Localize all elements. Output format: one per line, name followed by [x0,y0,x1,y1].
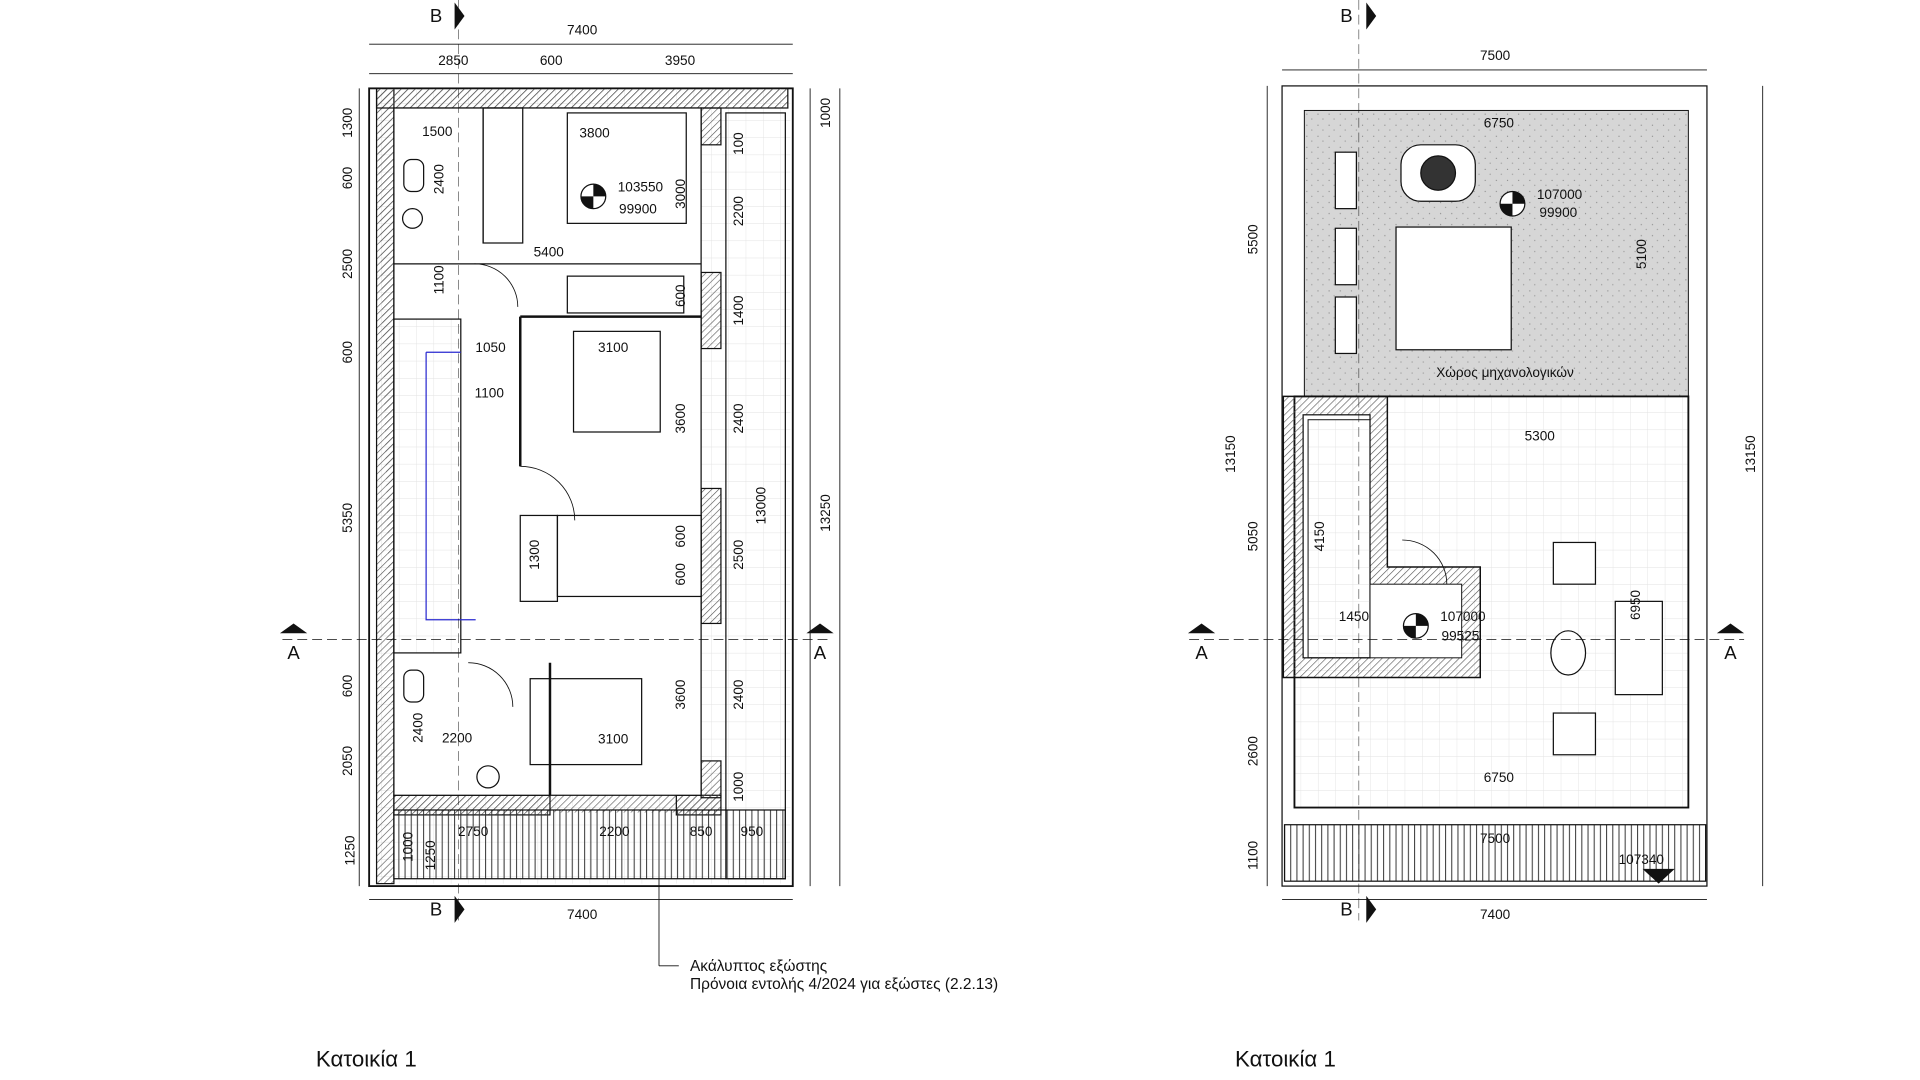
left-dimension-label: 3100 [598,732,628,747]
regulation-note: Πρόνοια εντολής 4/2024 για εξώστες (2.2.… [690,976,998,993]
left-dimension-label: 2050 [340,746,355,776]
level-triangle-icon [1642,868,1675,884]
left-dimension-label: 7400 [567,22,597,37]
left-dimension-label: 600 [540,53,563,68]
right-level-marker-terrace [1402,613,1429,639]
section-b-label: B [430,5,442,26]
left-dimension-label: 2400 [731,680,746,710]
left-dimension-label: 2400 [431,164,446,194]
left-dimension-label: 2200 [599,824,629,839]
left-dimension-label: 600 [340,167,355,190]
section-a-label: A [1195,642,1208,663]
left-dimension-label: 600 [673,285,688,308]
right-plan-title: Κατοικία 1 [1235,1047,1336,1072]
right-dimension-label: 6950 [1628,590,1643,620]
left-dimension-label: 2200 [731,196,746,226]
right-level-marker-roof [1499,190,1526,217]
right-dimension-label: 2600 [1245,736,1260,766]
section-b-label: B [430,899,442,920]
left-plan-title: Κατοικία 1 [316,1047,417,1072]
left-dimension-label: 1050 [475,340,505,355]
left-dimension-label: 3600 [673,403,688,433]
left-dimension-label: 2750 [458,824,488,839]
left-dimension-label: 3600 [673,680,688,710]
left-dimension-label: 1250 [423,840,438,870]
left-dimension-label: 1100 [475,386,504,401]
left-dimension-label: 2850 [438,53,468,68]
right-dimension-label: 5100 [1634,239,1649,269]
left-dimension-label: 1250 [342,835,357,865]
left-dimension-label: 3000 [673,179,688,209]
left-dimension-label: 99900 [619,202,657,217]
left-dimension-label: 100 [731,132,746,155]
right-dimension-label: 99525 [1442,629,1480,644]
left-dimension-label: 1000 [818,98,833,128]
left-dimension-label: 3800 [579,126,609,141]
section-b-label: B [1340,899,1352,920]
left-dimension-label: 600 [673,525,688,548]
left-dimension-label: 1100 [431,265,446,294]
left-dimension-label: 5350 [340,503,355,533]
left-dimension-label: 2400 [731,403,746,433]
section-a-label: A [814,642,827,663]
balcony-note: Ακάλυπτος εξώστης [690,958,827,975]
left-dimension-label: 1500 [422,124,452,139]
left-dimension-label: 3950 [665,53,695,68]
left-dimension-label: 1000 [731,772,746,802]
left-dimension-label: 13250 [818,494,833,531]
left-dimension-label: 1300 [340,108,355,138]
right-dimension-label: 5300 [1525,429,1555,444]
right-dimension-label: 5500 [1245,224,1260,254]
section-b-label: B [1340,5,1352,26]
right-dimension-label: 7500 [1480,48,1510,63]
right-dimension-label: 107000 [1440,609,1485,624]
left-dimension-label: 103550 [618,180,663,195]
left-dimension-label: 2400 [410,713,425,743]
left-dimension-label: 600 [340,675,355,698]
right-roof-plan [1189,0,1764,921]
right-dimension-label: 1450 [1339,609,1369,624]
right-dimension-label: 1100 [1245,841,1260,870]
right-dimension-label: 107000 [1537,187,1582,202]
left-dimension-label: 13000 [753,487,768,524]
left-dimension-label: 2200 [442,731,472,746]
left-dimension-label: 600 [673,563,688,586]
section-a-label: A [1724,642,1737,663]
left-dimension-label: 2500 [340,249,355,279]
left-dimension-label: 3100 [598,340,628,355]
right-dimension-label: 7400 [1480,907,1510,922]
left-dimension-label: 2500 [731,540,746,570]
section-arrows [279,2,1745,923]
left-dimension-label: 850 [690,824,713,839]
right-dimension-label: 7500 [1480,831,1510,846]
right-dimension-label: 6750 [1484,116,1514,131]
left-dimension-label: 1400 [731,295,746,325]
left-dimension-label: 600 [340,341,355,364]
right-dimension-label: 107340 [1619,852,1664,867]
left-dimension-label: 7400 [567,907,597,922]
right-dimension-label: 13150 [1743,435,1758,472]
right-dimension-label: 6750 [1484,770,1514,785]
left-dimension-label: 5400 [534,245,564,260]
mechanical-room-label: Χώρος μηχανολογικών [1436,365,1574,380]
left-dimension-label: 950 [741,824,764,839]
right-dimension-label: 5050 [1245,521,1260,551]
right-dimension-label: 13150 [1223,435,1238,472]
left-level-marker [580,183,607,210]
left-dimension-label: 1300 [527,540,542,570]
left-floor-plan [282,0,841,967]
right-dimension-label: 4150 [1312,521,1327,551]
section-a-label: A [287,642,300,663]
left-dimension-label: 1000 [400,832,415,862]
right-dimension-label: 99900 [1539,205,1577,220]
